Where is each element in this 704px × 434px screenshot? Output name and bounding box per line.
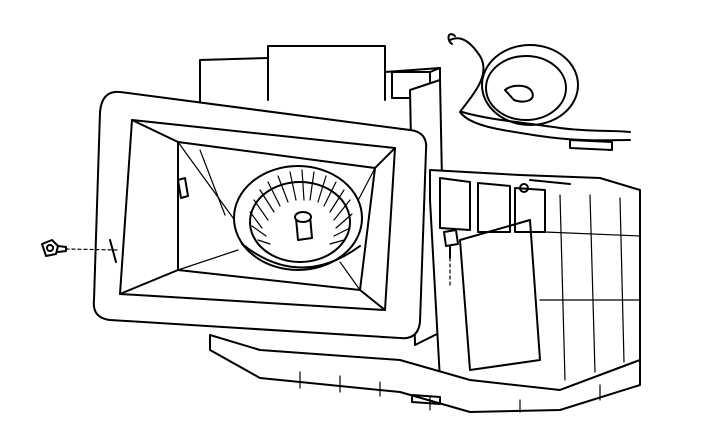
retaining-screw-icon xyxy=(41,239,119,263)
coiled-wire-harness-icon xyxy=(447,33,631,151)
blower-fan-wheel-icon xyxy=(233,165,363,271)
mounting-bolt-icon xyxy=(443,229,459,286)
